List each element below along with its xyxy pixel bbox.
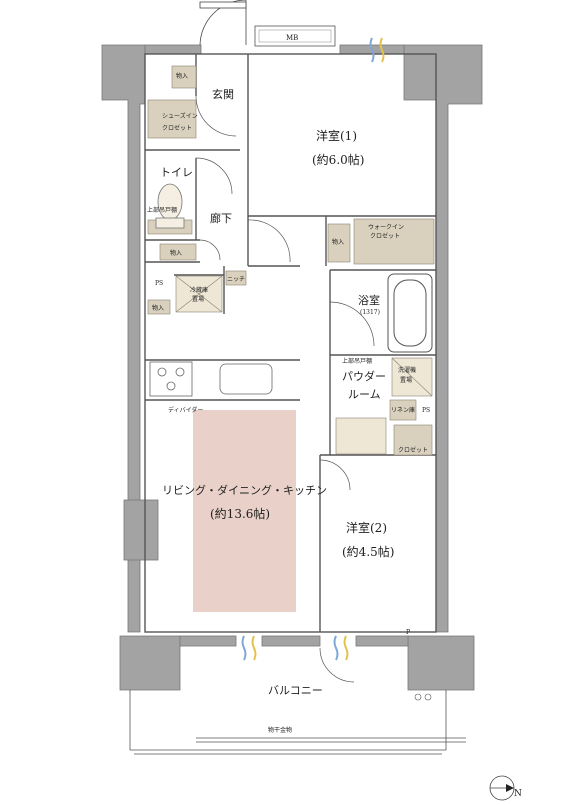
balcony-fixtures [414, 693, 432, 701]
kitchen-sink [219, 363, 273, 395]
bottom-left-column [119, 635, 181, 691]
room-entrance: 玄関 [212, 87, 234, 101]
shoe-closet-label-1: シューズイン [162, 112, 198, 120]
shoe-closet [147, 99, 197, 139]
storage-label-walkin: 物入 [332, 238, 344, 246]
entrance-door[interactable] [199, 0, 247, 46]
room-corridor: 廊下 [210, 211, 232, 225]
room-balcony: バルコニー [268, 684, 323, 697]
closet-2 [393, 424, 433, 456]
room-toilet: トイレ [160, 166, 193, 179]
fridge-cross [175, 275, 223, 313]
room-western2-name: 洋室(2) [346, 520, 387, 535]
upper-cabinet-toilet: 上部吊戸棚 [147, 206, 177, 214]
storage-label-ps: 物入 [152, 304, 164, 312]
storage-label-entrance: 物入 [176, 72, 188, 80]
ldk-highlight [193, 410, 296, 612]
entrance-storage [171, 65, 197, 89]
top-right-column [403, 44, 483, 633]
washer-cross [391, 357, 433, 397]
p-label: P [406, 629, 410, 636]
room-western1-name: 洋室(1) [316, 128, 357, 143]
vent-icon-bottom-left [241, 635, 257, 661]
walkin-storage [327, 223, 351, 263]
room-western1-size: (約6.0帖) [312, 152, 364, 167]
niche [225, 270, 247, 286]
balcony [129, 690, 466, 755]
room-powder-1: パウダー [342, 369, 386, 383]
mb-box [254, 25, 336, 47]
top-wall-left [144, 44, 202, 55]
storage-label-corridor: 物入 [170, 249, 182, 257]
bottom-wall-b [261, 635, 321, 647]
bottom-wall-a [179, 635, 237, 647]
interior-doors [195, 95, 375, 683]
powder-sink [335, 417, 387, 455]
shoe-closet-label-2: クロゼット [162, 124, 192, 132]
washer-label-2: 置場 [400, 376, 412, 384]
walkin-closet [353, 218, 435, 265]
divider-label: ディバイダー [168, 406, 203, 414]
bathtub-icon [387, 273, 433, 353]
room-powder-2: ルーム [348, 388, 381, 401]
walkin-label-1: ウォークイン [368, 223, 404, 231]
left-pilaster [123, 499, 159, 561]
fridge-label-2: 置場 [192, 295, 204, 303]
room-ldk-name: リビング・ダイニング・キッチン [162, 483, 327, 497]
room-western2-size: (約4.5帖) [342, 544, 394, 559]
closet-label: クロゼット [398, 446, 428, 454]
furniture [147, 65, 435, 456]
washer-label-1: 洗濯機 [398, 366, 416, 374]
linen-label: リネン庫 [391, 406, 415, 414]
structural-walls [101, 44, 483, 691]
bottom-wall-c [355, 635, 409, 647]
vent-icon-bottom-right [333, 635, 349, 661]
ps-label-left: PS [155, 280, 163, 287]
kitchen-counter [149, 361, 273, 397]
fridge-label-1: 冷蔵庫 [190, 286, 208, 294]
niche-label: ニッチ [227, 276, 245, 283]
room-ldk-size: (約13.6帖) [210, 506, 270, 521]
bath-code: (1317) [360, 309, 380, 316]
ps-label-right: PS [422, 407, 430, 414]
handrail-label: 物干金物 [268, 726, 292, 734]
bottom-right-column [407, 635, 475, 691]
walkin-label-2: クロゼット [370, 232, 400, 240]
compass-label: N [514, 789, 522, 799]
upper-cabinet-powder: 上部吊戸棚 [342, 357, 372, 365]
toilet-icon [155, 183, 185, 229]
linen-cabinet [389, 399, 417, 421]
room-bath: 浴室 [358, 293, 380, 307]
vent-icon-top [369, 37, 385, 63]
corridor-storage [159, 243, 197, 261]
mb-label: MB [286, 34, 298, 42]
interior-walls [144, 53, 437, 633]
compass-icon [489, 775, 515, 801]
